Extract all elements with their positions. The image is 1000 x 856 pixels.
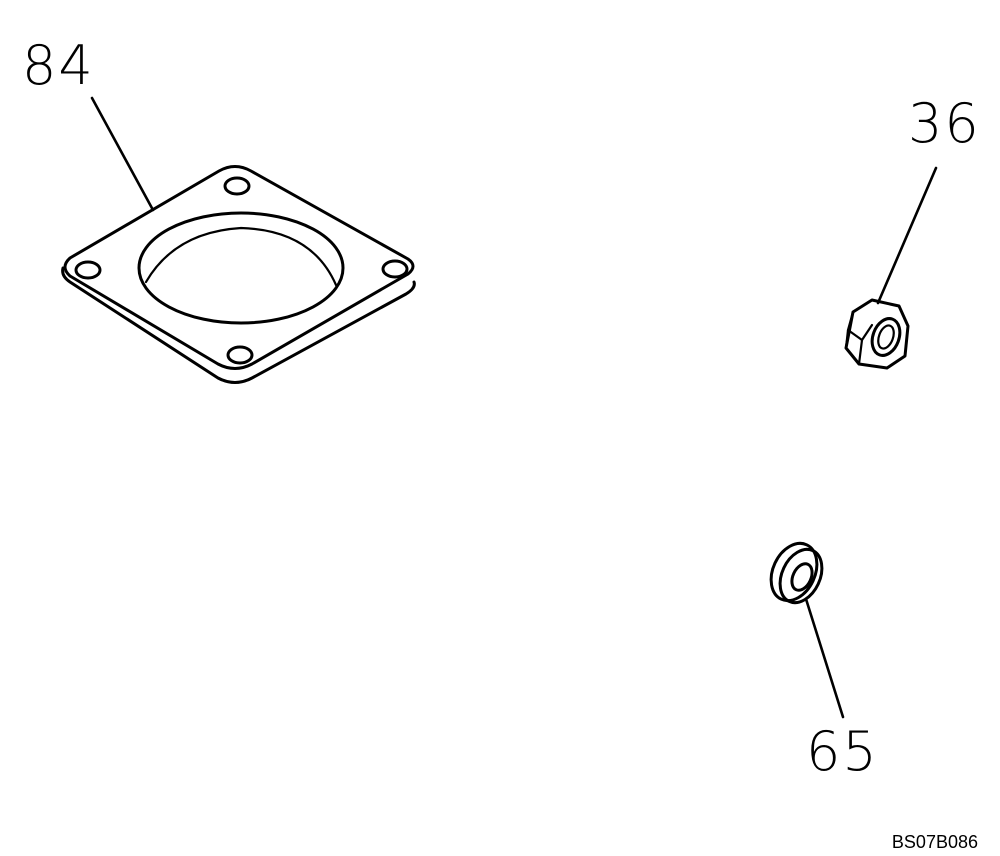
- callout-number-36: 36: [908, 92, 981, 155]
- gasket-opening-inner-edge: [144, 226, 338, 287]
- leader-line-84: [90, 96, 155, 212]
- hex-nut: [844, 298, 910, 370]
- gasket-center-opening: [137, 211, 345, 325]
- drawing-code: BS07B086: [892, 832, 978, 852]
- gasket-bolt-hole-left: [74, 260, 102, 280]
- callout-number-65: 65: [806, 720, 879, 783]
- gasket-top-face: [63, 165, 415, 370]
- leader-line-36: [876, 166, 938, 305]
- washer-front-face: [778, 547, 824, 605]
- gasket-bolt-hole-right: [381, 259, 409, 279]
- hex-nut-bore-outer: [870, 317, 902, 357]
- hex-nut-bore-inner: [877, 324, 895, 350]
- leader-line-65: [804, 597, 845, 719]
- gasket-thickness-edge: [61, 266, 416, 384]
- washer-back-edge: [769, 541, 819, 603]
- callout-number-84: 84: [22, 34, 95, 97]
- hex-nut-flat-edge: [860, 323, 874, 342]
- washer-hole: [790, 562, 814, 592]
- gasket-bolt-hole-bottom: [226, 345, 254, 365]
- washer: [769, 541, 824, 605]
- gasket-bolt-hole-top: [223, 176, 251, 196]
- hex-nut-outline: [844, 298, 910, 370]
- flange-gasket: [61, 165, 416, 384]
